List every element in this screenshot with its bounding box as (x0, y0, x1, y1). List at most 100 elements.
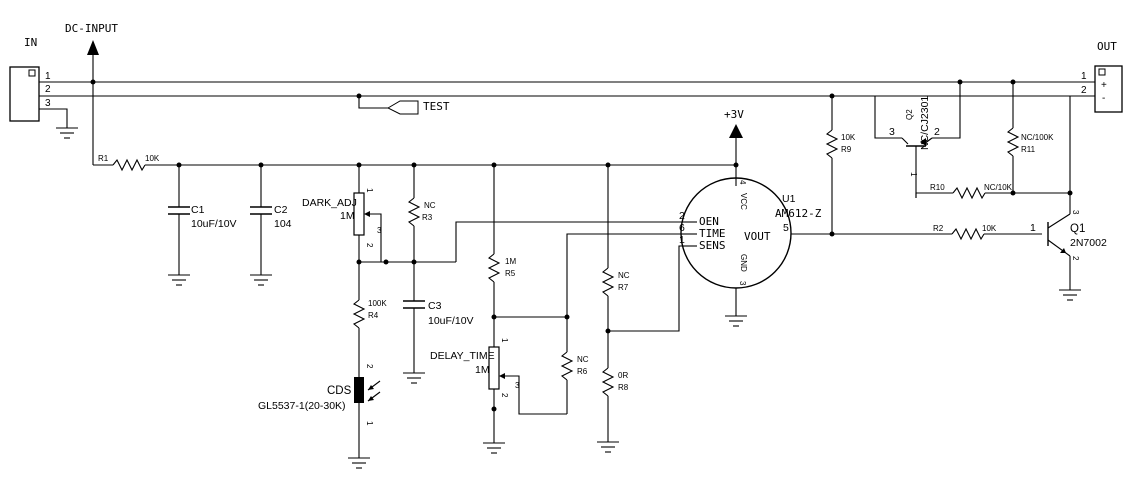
c2-ref: C2 (274, 204, 288, 216)
wire-in-pin3-gnd (39, 108, 68, 128)
r1-ref: R1 (98, 154, 109, 163)
q2-part: NC/CJ2301 (919, 96, 931, 150)
ground-symbol-in (56, 127, 78, 139)
ground-symbol-cds (348, 403, 370, 469)
junction-dot (383, 259, 389, 265)
delay-time-pin2: 2 (500, 393, 509, 398)
r8-value: 0R (618, 371, 628, 380)
r2-value: 10K (982, 224, 997, 233)
delay-time-value: 1M (475, 364, 490, 376)
q1-transistor (1047, 213, 1071, 257)
light-ray-1-head (368, 385, 374, 390)
q2-pin1: 1 (909, 172, 918, 177)
dark-adj-wiper (368, 213, 382, 233)
r10-value: NC/10K (984, 183, 1013, 192)
in-pin-3: 3 (45, 98, 51, 109)
wire-q2-drain (932, 82, 961, 139)
r7-value: NC (618, 271, 630, 280)
light-ray-2-head (368, 396, 374, 401)
dark-adj-pin1: 1 (365, 188, 374, 193)
dark-adj-name: DARK_ADJ (302, 197, 357, 209)
wire-time (566, 233, 682, 317)
r10-ref: R10 (930, 183, 945, 192)
q1-part: 2N7002 (1070, 237, 1107, 249)
r4-resistor (352, 299, 366, 329)
u1-pin-oen-num: 2 (679, 210, 685, 222)
out-connector-label: OUT (1097, 40, 1117, 53)
vcc-label: +3V (724, 108, 744, 121)
cds-part: GL5537-1(20-30K) (258, 400, 346, 412)
r3-value: NC (424, 201, 436, 210)
wire-test (358, 96, 388, 109)
junction-dot (957, 79, 963, 85)
r6-ref: R6 (577, 367, 588, 376)
in-connector: IN 1 2 3 (9, 36, 51, 122)
junction-dot (90, 79, 96, 85)
wire-oen (455, 221, 682, 262)
r3-resistor (407, 197, 421, 227)
junction-dot (356, 259, 362, 265)
c1-ref: C1 (191, 204, 205, 216)
c3-value: 10uF/10V (428, 315, 474, 327)
q2-ref: Q2 (905, 109, 914, 120)
c3-capacitor (403, 300, 425, 384)
wire-q2-gate (915, 192, 953, 198)
r9-resistor (825, 129, 839, 159)
dark-adj-pin2: 2 (365, 243, 374, 248)
cds-pin2: 2 (365, 364, 374, 369)
delay-time-wiper (504, 375, 520, 395)
q1-ref: Q1 (1070, 223, 1085, 235)
ground-symbol-u1 (725, 288, 747, 327)
test-point-flag (386, 100, 419, 115)
u1-pin-gnd-label: GND (739, 254, 748, 272)
out-connector: OUT 1 2 + - (1081, 40, 1123, 113)
r1-value: 10K (145, 154, 160, 163)
q1-pin1: 1 (1030, 222, 1036, 234)
ground-symbol-delay (483, 389, 505, 454)
u1-pin-gnd-num: 3 (738, 281, 747, 286)
u1-part: AM612-Z (775, 207, 822, 220)
dark-adj-value: 1M (340, 210, 355, 222)
out-plus: + (1101, 80, 1107, 91)
out-pin-2: 2 (1081, 85, 1087, 96)
cds-pin1: 1 (365, 421, 374, 426)
r8-ref: R8 (618, 383, 629, 392)
r5-resistor (487, 253, 501, 283)
wire-delay-wiper (518, 395, 567, 415)
out-pin-1: 1 (1081, 71, 1087, 82)
u1-pin-vout-label: VOUT (744, 230, 771, 243)
r6-value: NC (577, 355, 589, 364)
in-pin-2: 2 (45, 84, 51, 95)
delay-time-pin3: 3 (515, 381, 520, 390)
r5-ref: R5 (505, 269, 516, 278)
r11-resistor (1006, 127, 1020, 157)
r5-value: 1M (505, 257, 516, 266)
r1-resistor (112, 158, 146, 172)
c2-value: 104 (274, 218, 292, 230)
junction-dot (491, 314, 497, 320)
q2-transistor (901, 137, 933, 198)
r9-ref: R9 (841, 145, 852, 154)
in-pin-1: 1 (45, 71, 51, 82)
u1-pin-time-label: TIME (699, 227, 726, 240)
u1-pin-vcc-num: 4 (738, 180, 747, 185)
q2-pin3: 3 (889, 126, 895, 138)
delay-time-wiper-arrow (499, 373, 505, 379)
ground-symbol-q1 (1059, 256, 1081, 301)
r11-ref: R11 (1021, 145, 1036, 154)
u1-ic-body (680, 177, 792, 289)
q2-pin2: 2 (934, 126, 940, 138)
wire-q2-source (874, 96, 902, 139)
r2-resistor (951, 227, 985, 241)
r7-ref: R7 (618, 283, 629, 292)
u1-pin-sens-num: 1 (679, 234, 685, 246)
c2-capacitor (250, 165, 272, 286)
c1-capacitor (168, 165, 190, 286)
wire-sens (608, 245, 682, 332)
r10-resistor (952, 186, 986, 200)
delay-time-pin1: 1 (500, 338, 509, 343)
r4-value: 100K (368, 299, 387, 308)
q1-pin3: 3 (1071, 210, 1080, 215)
vcc-arrow (729, 124, 743, 138)
delay-time-name: DELAY_TIME (430, 350, 495, 362)
